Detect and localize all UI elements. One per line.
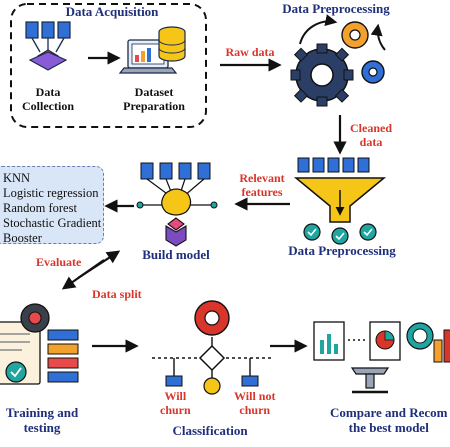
build-model-title: Build model bbox=[142, 247, 210, 262]
preprocess-mid-title: Data Preprocessing bbox=[288, 243, 396, 258]
will-not-churn-label: Will not churn bbox=[234, 389, 276, 417]
will-churn-label: Will churn bbox=[160, 389, 191, 417]
models-box: KNN Logistic regression Random forest St… bbox=[0, 166, 104, 245]
training-testing-icon bbox=[0, 303, 79, 385]
classification-icon bbox=[152, 300, 272, 395]
collection-label: Data Collection bbox=[22, 85, 74, 113]
compare-icon bbox=[313, 321, 450, 394]
raw-data-label: Raw data bbox=[225, 45, 275, 59]
model-item: KNN bbox=[3, 171, 31, 185]
arrow-data-split bbox=[77, 250, 121, 279]
evaluate-label: Evaluate bbox=[36, 255, 82, 269]
preprocess-top-title: Data Preprocessing bbox=[282, 1, 390, 16]
build-model-icon bbox=[136, 162, 218, 247]
acquisition-title: Data Acquisition bbox=[65, 4, 159, 19]
model-item: Stochastic Gradient bbox=[3, 216, 102, 230]
model-item: Random forest bbox=[3, 201, 77, 215]
funnel-icon bbox=[293, 157, 387, 245]
training-title: Training and testing bbox=[5, 405, 79, 435]
acquisition-box bbox=[10, 3, 207, 128]
model-item: Booster bbox=[3, 231, 42, 245]
data-split-label: Data split bbox=[92, 287, 142, 301]
model-item: Logistic regression bbox=[3, 186, 99, 200]
relevant-features-label: Relevant features bbox=[239, 171, 285, 199]
data-collection-icon bbox=[25, 21, 71, 71]
dataset-preparation-icon bbox=[118, 26, 186, 74]
cleaned-data-label: Cleaned data bbox=[350, 121, 392, 149]
classification-title: Classification bbox=[172, 423, 248, 438]
preparation-label: Dataset Preparation bbox=[123, 85, 185, 113]
compare-title: Compare and Recom the best model bbox=[330, 405, 448, 435]
gears-icon bbox=[290, 14, 386, 107]
